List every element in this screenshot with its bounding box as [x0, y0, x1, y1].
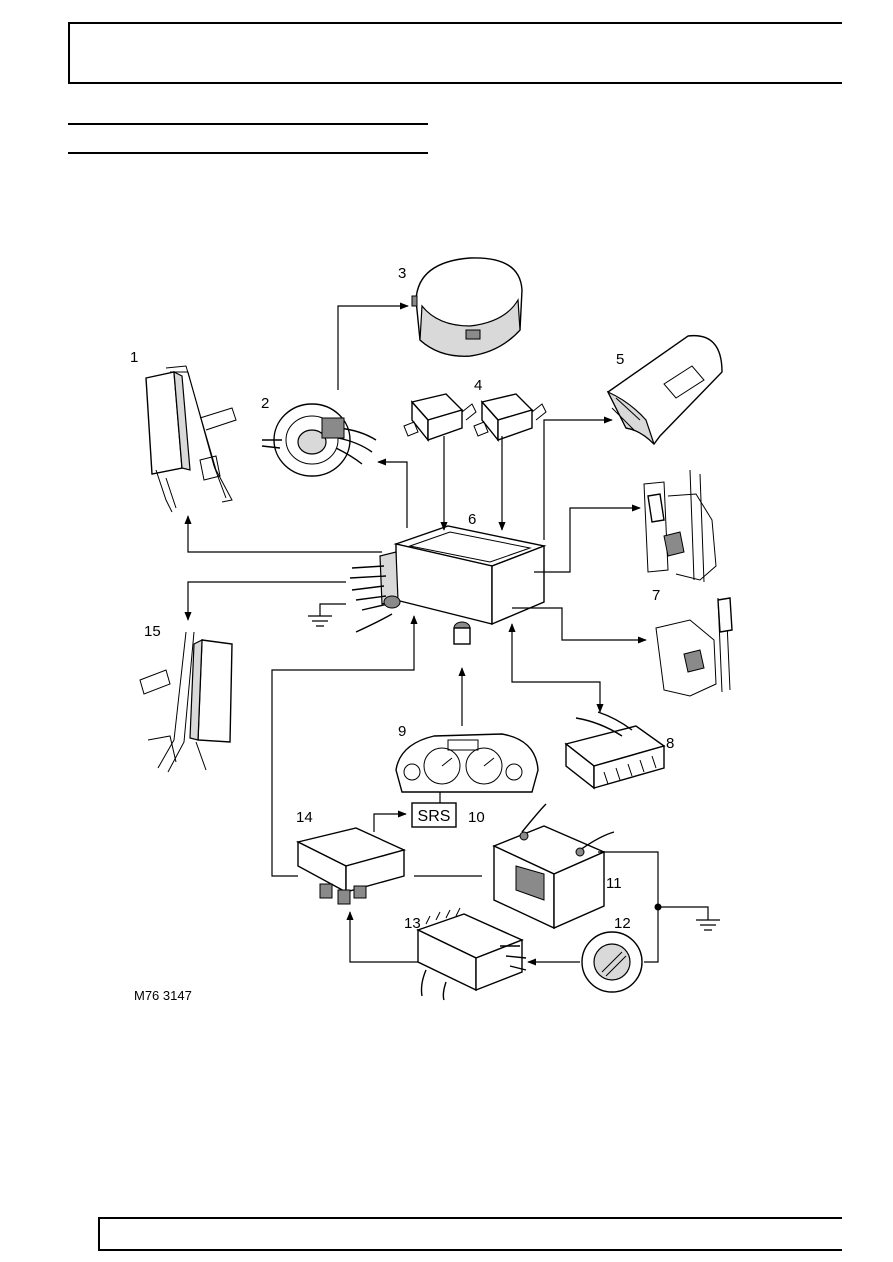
title-rule-top [68, 123, 428, 125]
ground-symbol-battery [658, 906, 720, 931]
callout-7: 7 [652, 587, 660, 604]
page-header-box [68, 22, 842, 84]
callout-13: 13 [404, 915, 421, 932]
callout-9: 9 [398, 723, 406, 740]
callout-4: 4 [474, 377, 482, 394]
srs-warning-lamp-text: SRS [418, 808, 451, 825]
callout-3: 3 [398, 265, 406, 282]
title-rule-bottom [68, 152, 428, 154]
side-airbag-left-illustration [139, 631, 233, 773]
seat-belt-pretensioners-illustration [643, 469, 733, 697]
instrument-pack-illustration [395, 733, 539, 793]
side-airbag-right-illustration [145, 365, 237, 513]
ground-symbol-dcu [308, 603, 346, 627]
callout-15: 15 [144, 623, 161, 640]
rotary-coupler-illustration [261, 403, 377, 477]
body-control-unit-illustration [416, 907, 527, 1001]
callout-2: 2 [261, 395, 269, 412]
ignition-switch-illustration [581, 931, 643, 993]
figure-reference: M76 3147 [134, 988, 192, 1003]
connection-lines [184, 302, 659, 966]
callout-8: 8 [666, 735, 674, 752]
callout-11: 11 [606, 875, 622, 892]
page-footer-box [98, 1217, 842, 1251]
passenger-airbag-module-illustration [606, 334, 723, 446]
side-impact-sensors-illustration [403, 393, 547, 442]
callout-10: 10 [468, 809, 485, 826]
callout-12: 12 [614, 915, 631, 932]
callout-14: 14 [296, 809, 313, 826]
callout-6: 6 [468, 511, 476, 528]
callout-1: 1 [130, 349, 138, 366]
diagnostic-socket-illustration [564, 711, 666, 790]
fuse-box-illustration [295, 827, 407, 905]
srs-warning-lamp-box [411, 802, 457, 828]
callout-5: 5 [616, 351, 624, 368]
srs-dcu-illustration [349, 525, 547, 645]
battery-illustration [492, 803, 615, 930]
drivers-airbag-module-illustration [411, 257, 523, 357]
